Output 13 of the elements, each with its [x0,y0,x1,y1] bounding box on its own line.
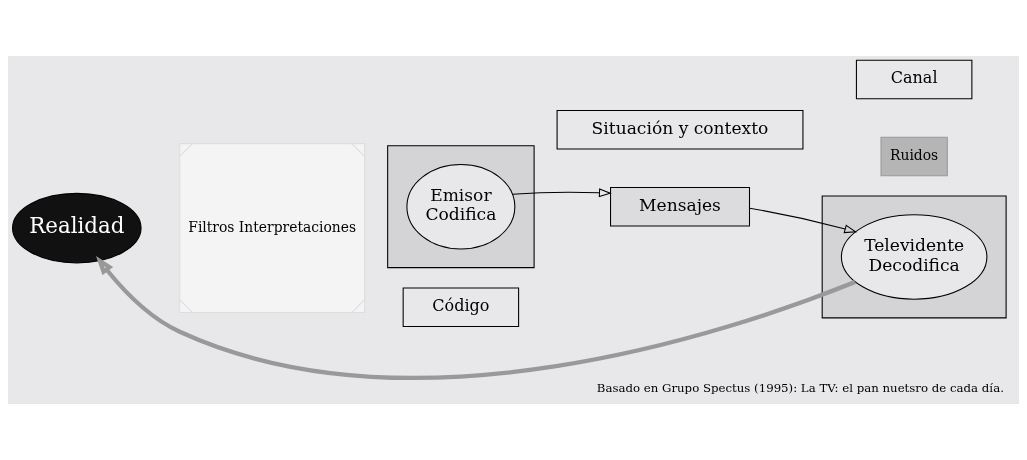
arrow [512,188,612,198]
arrow [749,207,858,234]
node-ellipse: Realidad [12,192,142,264]
node-box: Canal [855,59,973,100]
node-box: Situación y contexto [556,110,804,150]
node-ellipse: Emisor Codifica [406,163,516,250]
arrow [96,255,856,380]
node-box: Ruidos [880,136,948,177]
cluster [821,195,1007,319]
node-box: Código [402,287,520,327]
caption: Basado en Grupo Spectus (1995): La TV: el pan nuetsro de cada día. [596,381,1004,396]
node-box: Mensajes [610,186,751,227]
cluster [387,145,535,269]
